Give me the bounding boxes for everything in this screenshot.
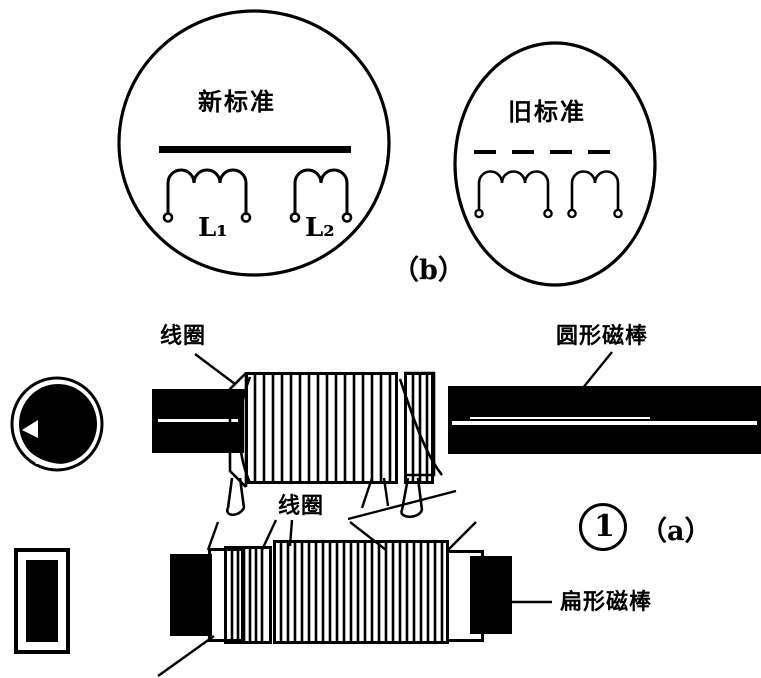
round-rod-cross-section — [8, 374, 106, 474]
leader-line — [512, 600, 552, 604]
coil-label-top-leader — [185, 350, 255, 390]
coil-label-bottom: 线圈 — [278, 494, 325, 519]
flat-rod-leader-right — [436, 520, 486, 554]
leader-line — [447, 521, 477, 551]
flat-rod-lead-bottom — [148, 634, 228, 678]
new-standard-core-bar — [159, 146, 351, 153]
old-standard-title: 旧标准 — [508, 98, 586, 126]
flat-rod-cross-section — [14, 548, 78, 656]
new-standard-circle-outline — [117, 9, 391, 277]
flat-rod-coil-small — [224, 546, 272, 644]
round-rod-bobbin-outline — [228, 371, 452, 489]
leader-line — [194, 353, 236, 385]
coil-winding — [224, 546, 272, 644]
old-standard-circle-outline — [453, 41, 657, 287]
coil-winding — [245, 372, 398, 484]
round-rod-coil-main — [245, 372, 398, 484]
dashed-core-line — [474, 150, 622, 154]
leader-lines — [206, 519, 387, 551]
inductor-label-L1: L₁ — [198, 213, 228, 243]
inductor-label-L2: L₂ — [305, 213, 335, 243]
inductor-symbol-2-humps — [289, 168, 353, 223]
coil-winding — [273, 540, 449, 644]
coil-label-bottom-leader — [338, 485, 468, 525]
old-standard-core-bar — [472, 148, 624, 156]
bobbin-outline — [228, 371, 444, 488]
panel-a-caption: （a） — [640, 516, 712, 547]
circle-cross-section — [10, 376, 104, 472]
round-rod-highlight-right-2 — [470, 417, 650, 419]
new-standard-title: 新标准 — [198, 88, 276, 116]
flat-rod-label — [512, 596, 554, 608]
round-rod-label: 圆形磁棒 — [556, 324, 649, 349]
inductor-symbol-2-humps — [567, 170, 623, 219]
former-outline — [446, 550, 484, 642]
round-rod-highlight-left — [158, 419, 238, 422]
new-standard-inductor-L1 — [160, 155, 278, 223]
flat-rod-coil-main — [273, 540, 449, 644]
round-rod-highlight-right — [452, 421, 757, 425]
flat-rod-former-right — [446, 550, 484, 642]
old-standard-circle — [452, 40, 658, 288]
round-rod-body-right — [448, 386, 761, 454]
circle-outline — [579, 503, 627, 551]
new-standard-inductor-L2 — [287, 155, 377, 223]
item-number-text: 1 — [594, 509, 615, 544]
flat-rod-leaders — [200, 519, 460, 554]
flat-rod-end-left — [170, 554, 212, 636]
panel-b-caption: （b） — [392, 255, 465, 286]
item-number-badge — [578, 502, 628, 552]
coil-label-top: 线圈 — [160, 324, 207, 349]
flat-rod-end-right — [470, 556, 512, 634]
leader-line — [157, 635, 215, 677]
leader-line — [347, 489, 457, 521]
new-standard-circle — [116, 8, 392, 278]
inductor-symbol-3-humps — [474, 170, 553, 219]
old-standard-inductor-2 — [565, 157, 645, 219]
inductor-symbol-3-humps — [162, 168, 252, 223]
rectangle-cross-section — [14, 548, 70, 654]
flat-rod-label-text: 扁形磁棒 — [560, 590, 653, 615]
old-standard-inductor-1 — [472, 157, 580, 219]
